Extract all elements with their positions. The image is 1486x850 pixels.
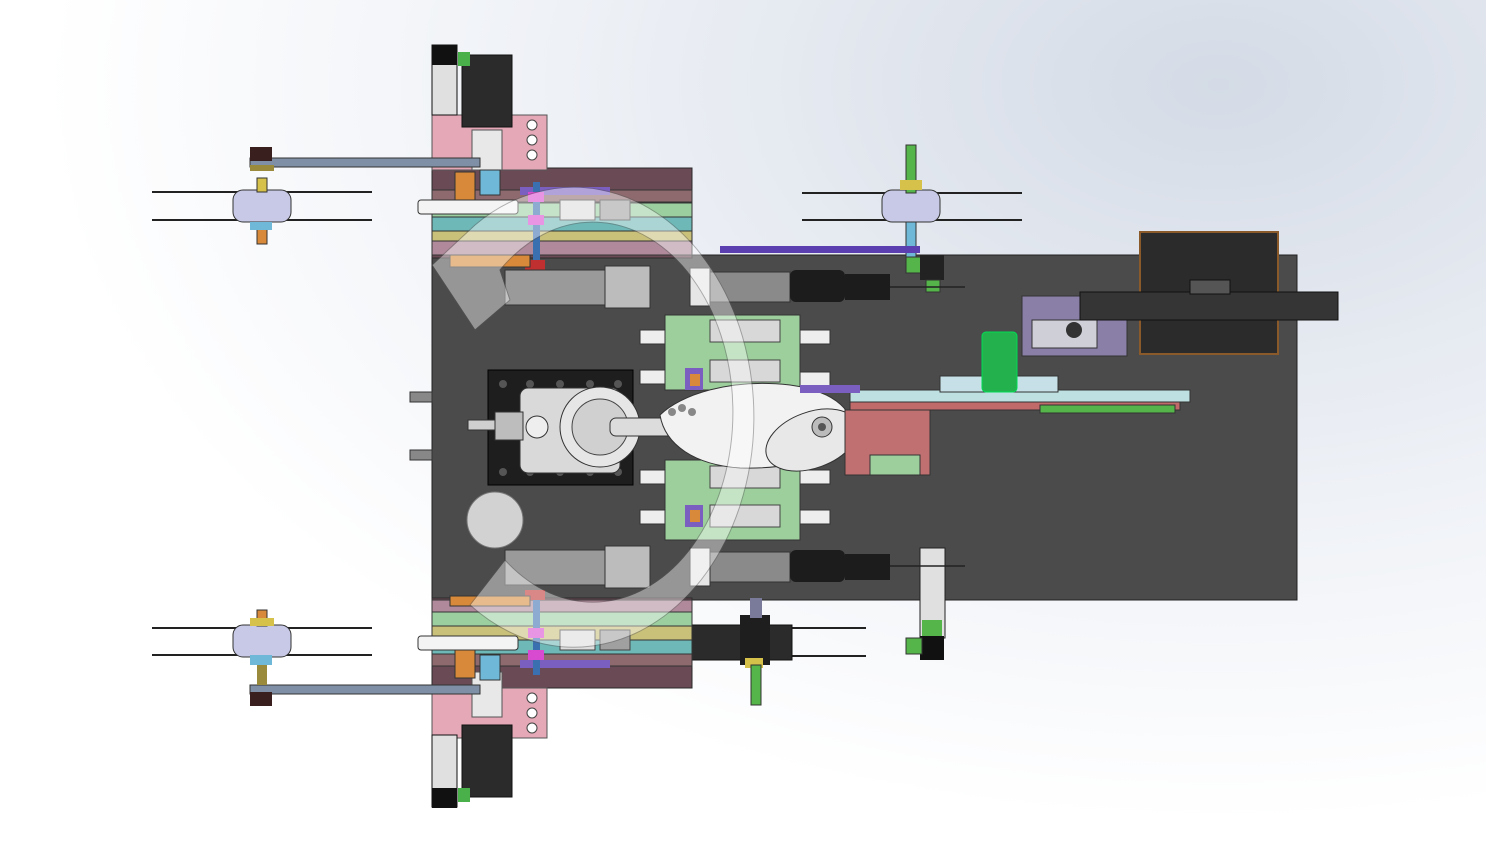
bottom-gear-train xyxy=(449,595,531,681)
wire-spool-bottom-right[interactable] xyxy=(691,598,866,706)
wire-spool-top-right[interactable] xyxy=(802,144,1022,293)
top-slide-stack xyxy=(431,187,693,256)
bottom-lead-screw xyxy=(525,590,545,675)
top-gear-train xyxy=(449,169,531,268)
left-locator-pin-lower xyxy=(409,449,433,461)
rotary-index-hub xyxy=(466,491,524,549)
control-box[interactable] xyxy=(1021,231,1339,357)
gripper-station-upper xyxy=(639,314,831,391)
wire-spool-bottom-left[interactable] xyxy=(152,609,372,706)
rotary-index-disc[interactable] xyxy=(431,186,755,648)
top-feed-cylinder xyxy=(504,265,965,309)
bottom-white-slider[interactable] xyxy=(417,635,519,651)
green-motor xyxy=(981,331,1018,393)
bottom-drive-belt xyxy=(249,684,481,695)
right-guide-rail xyxy=(905,547,946,660)
wire-spool-top-left[interactable] xyxy=(152,147,372,245)
left-locator-pin-upper xyxy=(409,391,433,403)
gripper-station-lower xyxy=(639,459,831,541)
upper-purple-rail xyxy=(720,246,920,253)
scara-robot-arm[interactable] xyxy=(467,369,867,486)
top-drive-belt xyxy=(249,157,481,168)
bottom-feed-cylinder xyxy=(504,545,965,589)
cutter-clamp xyxy=(869,454,921,476)
